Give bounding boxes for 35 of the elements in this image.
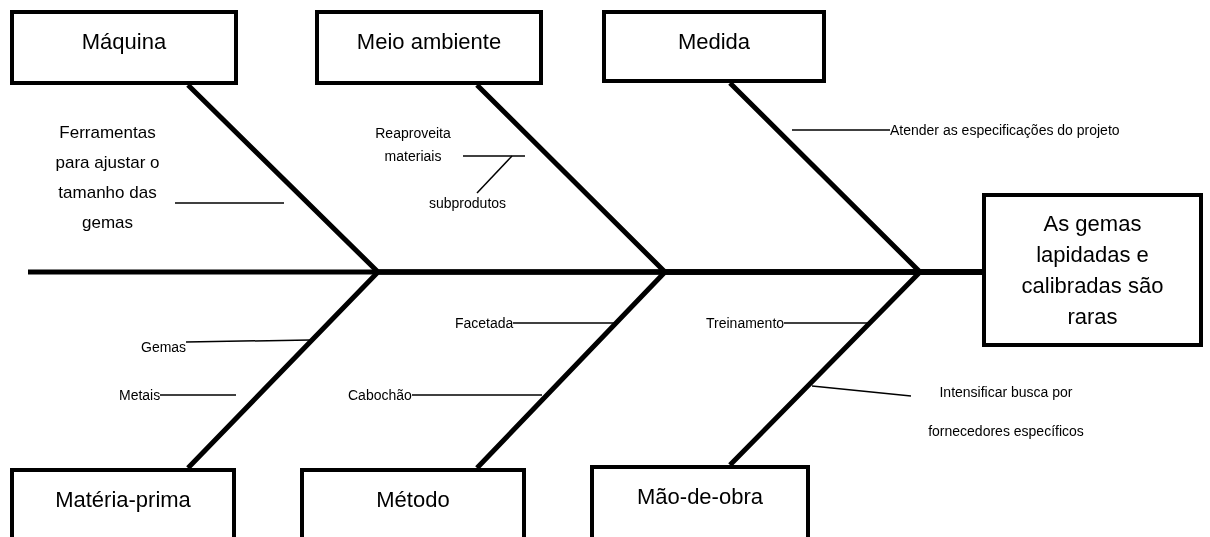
category-box (602, 10, 826, 83)
effect-box (982, 193, 1203, 347)
category-box (10, 468, 236, 537)
category-box (590, 465, 810, 537)
cause-label: Ferramentas para ajustar o tamanho das gemas (40, 118, 175, 238)
leader-line (512, 322, 616, 324)
leader-line (811, 385, 912, 397)
leader-line (174, 202, 285, 204)
fishbone-line (728, 269, 982, 467)
leader-line (783, 322, 869, 324)
category-box (10, 10, 238, 85)
category-label: Máquina (81, 28, 167, 56)
leader-line (159, 394, 237, 396)
category-label: Meio ambiente (356, 28, 502, 56)
cause-label: Treinamento (706, 313, 785, 333)
category-label: Matéria-prima (55, 486, 191, 514)
cause-label: subprodutos (429, 193, 507, 213)
cause-label: Facetada (455, 313, 514, 333)
leader-line (791, 129, 891, 131)
leader-line (476, 155, 513, 194)
cause-label: Atender as especificações do projeto (890, 120, 1120, 140)
cause-label: Gemas (141, 337, 187, 357)
category-box (300, 468, 526, 537)
leader-line (462, 155, 526, 157)
category-label: Mão-de-obra (637, 483, 763, 511)
effect-label: As gemas lapidadas e calibradas são raras (1020, 210, 1165, 331)
cause-label: Cabochão (348, 385, 412, 405)
category-label: Método (376, 486, 450, 514)
cause-label: Reaproveita materiais (363, 122, 463, 168)
leader-line (185, 339, 311, 343)
cause-label: Intensificar busca por fornecedores específicos (911, 373, 1101, 451)
category-label: Medida (677, 28, 751, 56)
cause-label: Metais (119, 385, 161, 405)
leader-line (411, 394, 543, 396)
category-box (315, 10, 543, 85)
